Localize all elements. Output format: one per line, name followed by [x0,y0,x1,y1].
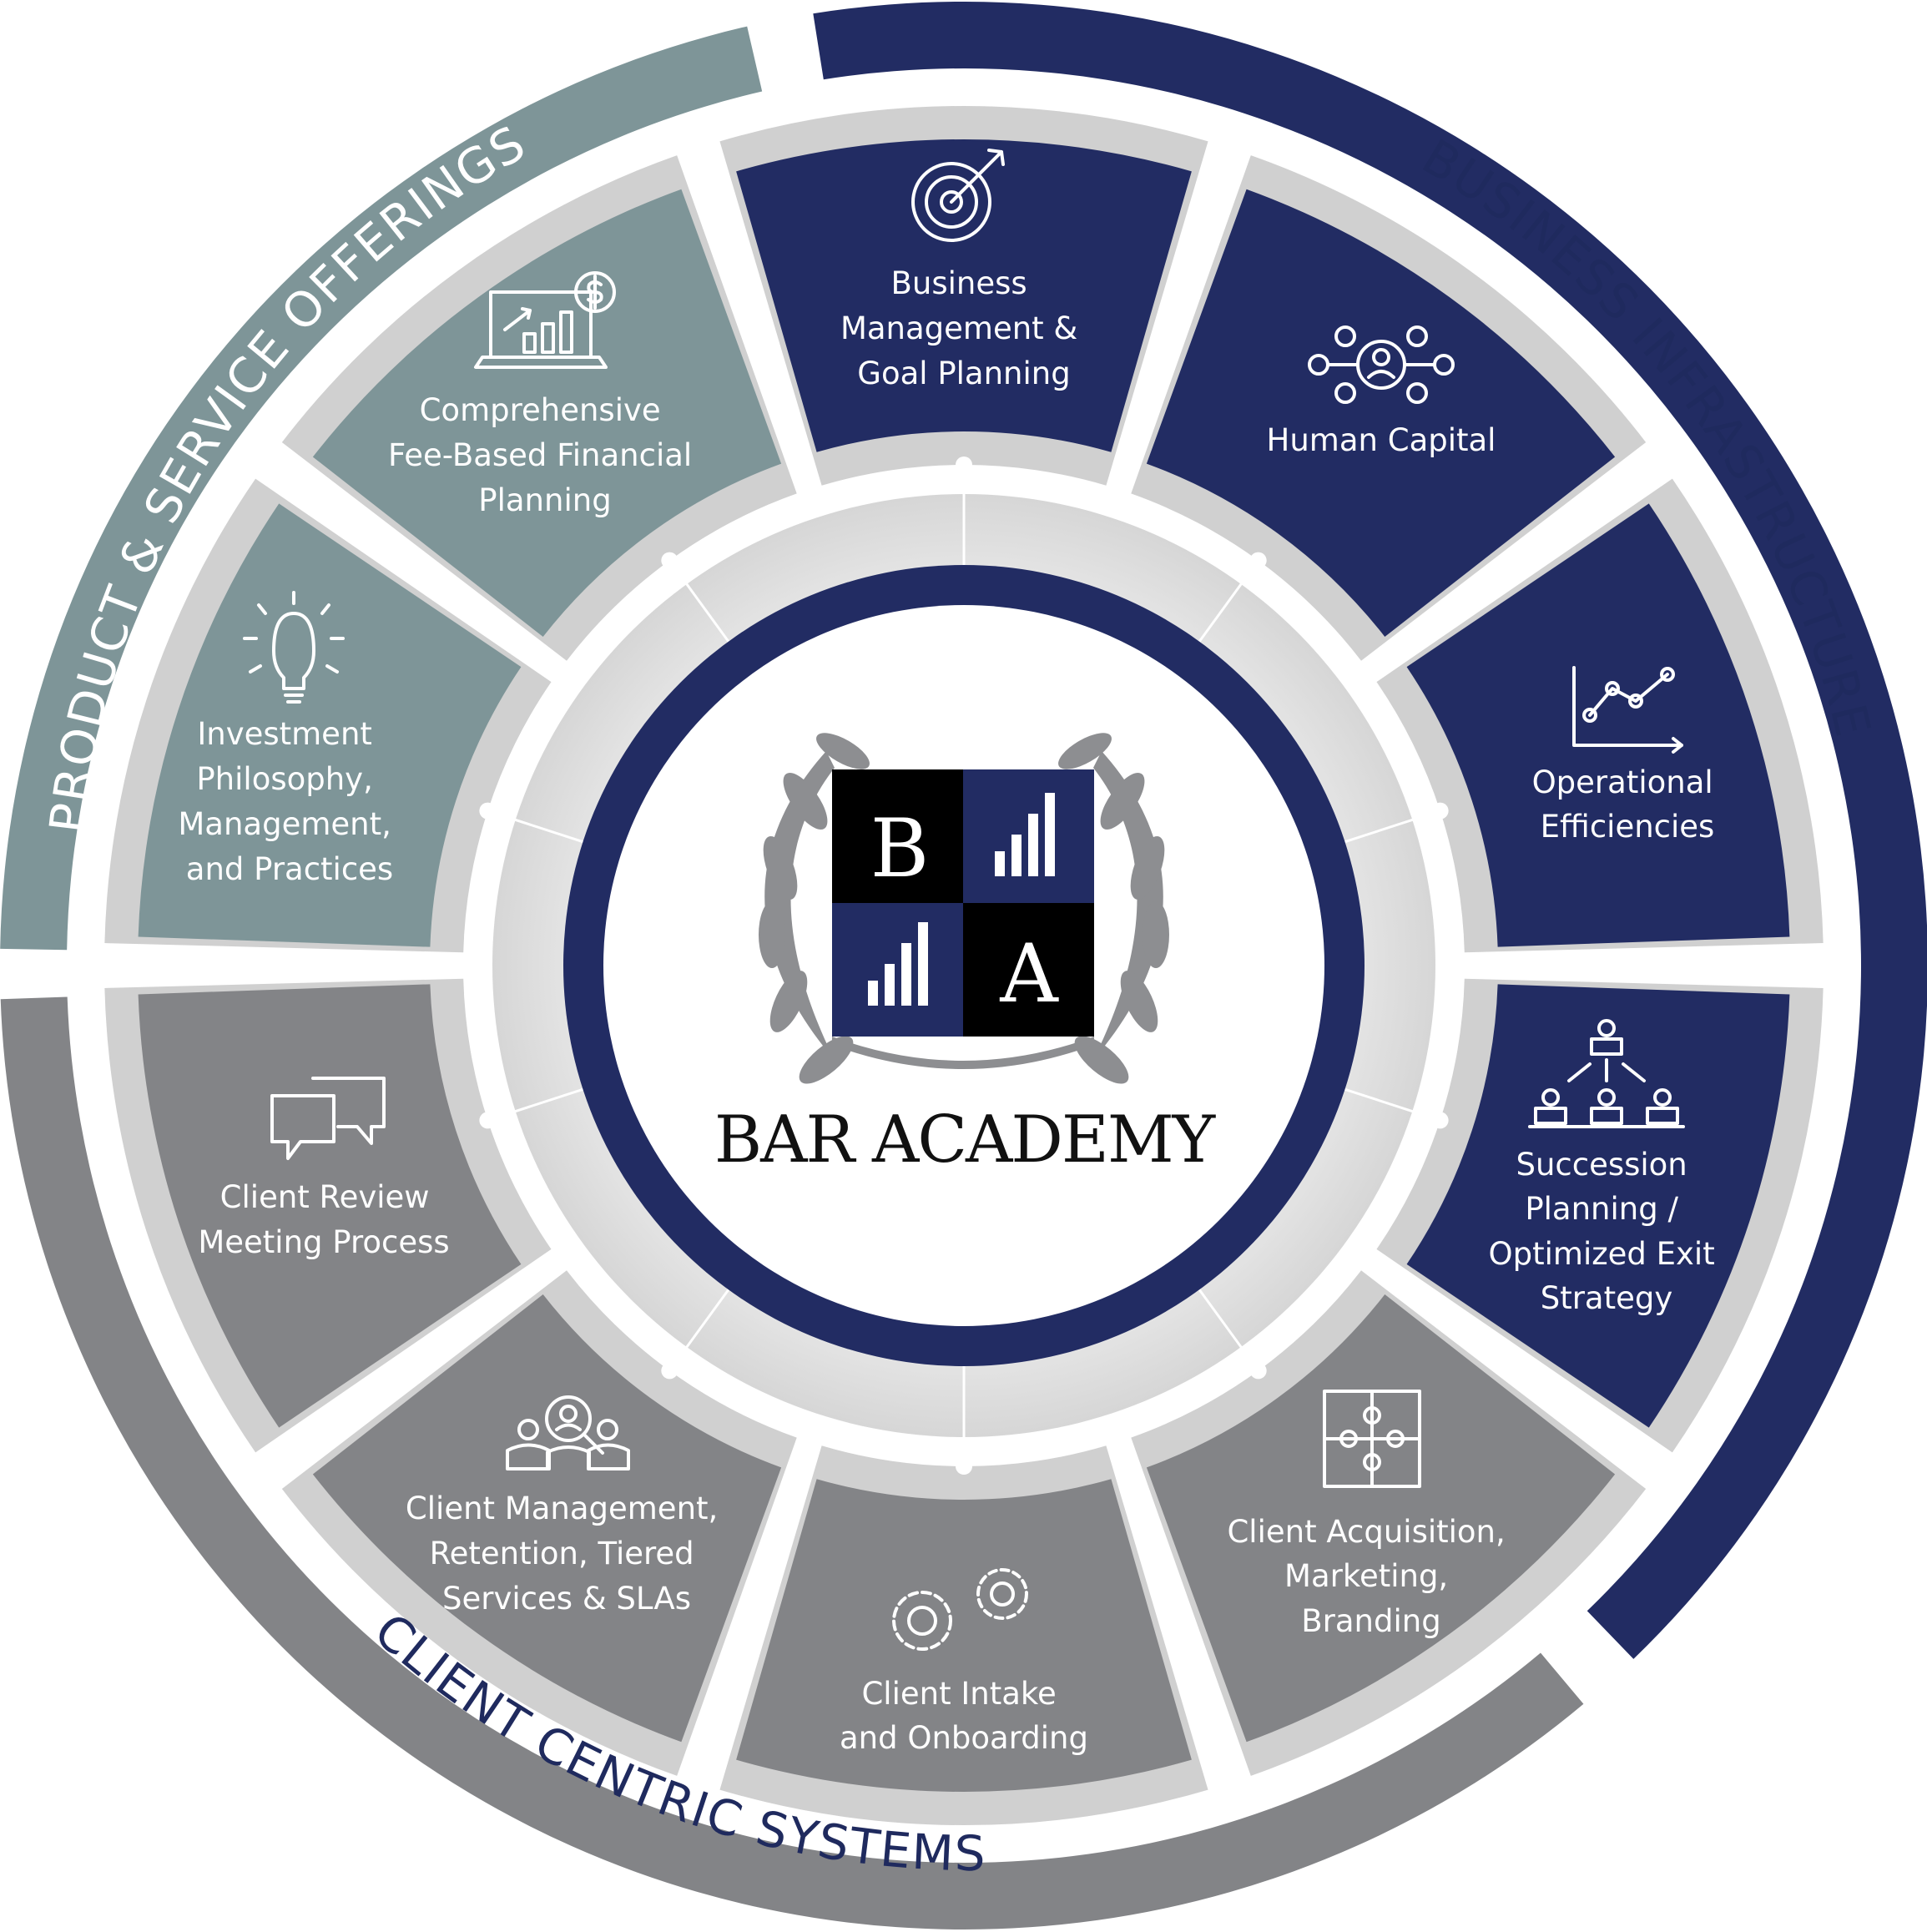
bar-chart-icon [868,922,928,1006]
chat-bubbles-icon [270,1077,386,1160]
segment-label: Client Management, Retention, Tiered Ser… [406,1491,728,1617]
spoke-dot [479,1112,497,1129]
segment-intake: Client Intake and Onboarding [840,1568,1088,1756]
laurel-wreath-icon [759,733,1169,1084]
segment-acquisition: Client Acquisition, Marketing, Branding [1227,1390,1515,1639]
segment-label: Client Review Meeting Process [198,1179,449,1260]
wedge-management-retention [312,1294,782,1743]
lightbulb-icon [243,591,345,704]
spoke-line [668,1289,730,1372]
spoke-line [1198,559,1259,643]
spoke-dot [661,1362,678,1380]
segment-review: Client Review Meeting Process [198,1077,450,1260]
segment-financial-planning: Comprehensive Fee-Based Financial Planni… [388,271,702,518]
puzzle-icon [1323,1390,1421,1488]
network-icon [1308,325,1455,404]
segment-group [104,105,1824,1825]
spoke-dot [1249,1362,1267,1380]
spoke-dot [1431,1112,1449,1129]
segment-label: Succession Planning / Optimized Exit Str… [1489,1147,1725,1316]
target-icon [911,149,1005,242]
spoke-line [1344,810,1441,844]
spoke-dot [1431,802,1449,820]
gears-icon [892,1568,1028,1651]
segment-label: Investment Philosophy, Management, and P… [178,716,401,887]
logo-letter-a: A [999,927,1059,1021]
brand-name: BAR ACADEMY [714,1102,1217,1178]
logo-letter-b: B [870,802,930,895]
bar-chart-icon [995,793,1055,876]
wedge-human-capital [1146,189,1616,637]
spoke-dot [661,552,678,569]
segment-management-retention: Client Management, Retention, Tiered Ser… [406,1395,728,1617]
spoke-line [487,810,583,844]
segment-label: Client Acquisition, Marketing, Branding [1227,1514,1515,1639]
spoke-dot [1249,552,1267,569]
spoke-line [1344,1087,1441,1122]
segment-label: Human Capital [1267,422,1496,458]
spoke-group [479,457,1449,1475]
logo-shield: B A [832,769,1094,1069]
spoke-line [487,1087,583,1122]
wedge-financial-planning [312,189,782,637]
spoke-dot [956,457,972,473]
wedge-investment [138,503,522,947]
spoke-dot [479,802,497,820]
ring-client-centric [0,996,1584,1930]
spoke-line [668,559,730,643]
spoke-line [1198,1289,1259,1372]
segment-business-management: Business Management & Goal Planning [840,149,1087,391]
segment-label: Operational Efficiencies [1532,764,1723,845]
segment-investment: Investment Philosophy, Management, and P… [178,591,401,887]
segment-succession: Succession Planning / Optimized Exit Str… [1489,1019,1725,1316]
spoke-dot [956,1458,972,1475]
segment-label: Business Management & Goal Planning [840,265,1087,391]
laptop-dollar-icon [474,271,616,369]
wedge-intake [736,1479,1192,1792]
line-chart-icon [1572,666,1683,754]
bar-academy-logo: B A BAR ACADEMY [714,733,1218,1178]
segment-operational: Operational Efficiencies [1532,666,1723,845]
team-search-icon [506,1395,630,1470]
wedge-acquisition [1146,1294,1616,1743]
segment-labels: Business Management & Goal Planning Huma… [178,149,1725,1756]
ring-product-service [0,26,763,951]
wedge-business-management [736,139,1192,452]
org-chart-icon [1528,1019,1685,1128]
segment-human-capital: Human Capital [1267,325,1496,458]
segment-label: Client Intake and Onboarding [840,1676,1088,1756]
wedge-review [138,984,522,1428]
wedge-succession [1406,984,1790,1428]
segment-label: Comprehensive Fee-Based Financial Planni… [388,392,702,518]
wedge-operational [1406,503,1790,947]
